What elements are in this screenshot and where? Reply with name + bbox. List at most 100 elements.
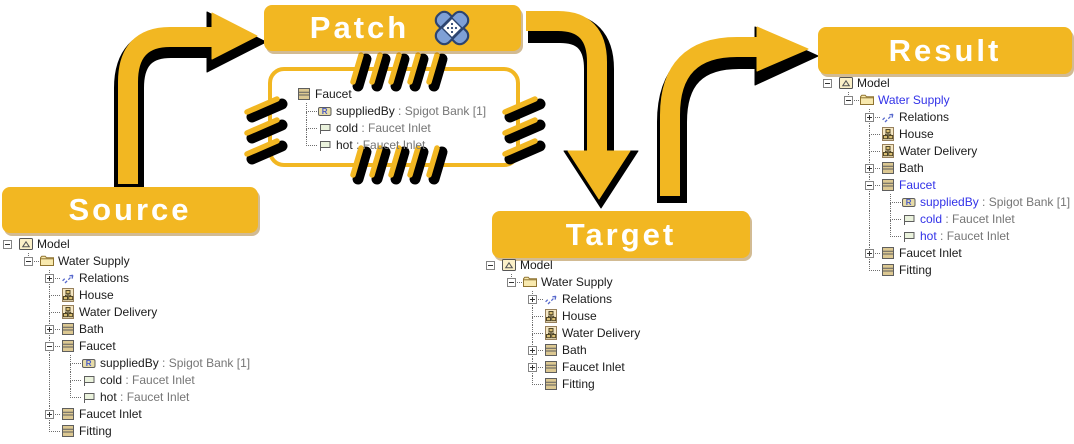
tree-item-type: : Faucet Inlet — [352, 138, 426, 152]
collapse-icon[interactable] — [823, 79, 832, 88]
diagram-icon — [543, 325, 559, 341]
tree-connector — [306, 111, 317, 112]
folder-icon — [39, 253, 55, 269]
expand-icon[interactable] — [45, 274, 54, 283]
expand-icon[interactable] — [865, 249, 874, 258]
tree-item-label[interactable]: Bath — [562, 343, 587, 357]
tree-item-type: : Spigot Bank [1] — [394, 104, 487, 118]
tree-connector — [49, 312, 60, 313]
tree-item-label[interactable]: hot — [920, 229, 937, 243]
tree-item-label[interactable]: cold — [100, 373, 123, 387]
tree-connector — [28, 261, 39, 262]
tree-item-label[interactable]: House — [562, 309, 597, 323]
tree-item-label[interactable]: Faucet — [899, 178, 936, 192]
tree-connector — [532, 368, 533, 376]
tree-row: hot : Faucet Inlet — [0, 389, 280, 406]
expand-icon[interactable] — [45, 410, 54, 419]
tree-connector — [49, 346, 60, 347]
tree-item-type: : Faucet Inlet — [122, 373, 195, 387]
tree-row: Fitting — [483, 376, 763, 393]
tree-item-label[interactable]: Water Delivery — [562, 326, 641, 340]
expand-icon[interactable] — [45, 325, 54, 334]
class-icon — [60, 423, 76, 439]
tree-item: Bath — [899, 160, 924, 177]
tree-item-label[interactable]: Model — [857, 76, 890, 90]
tree-connector — [70, 397, 81, 398]
tree-item-label[interactable]: Water Delivery — [899, 144, 978, 158]
tree-item-label[interactable]: Faucet Inlet — [899, 246, 962, 260]
tree-item-label[interactable]: Water Supply — [878, 93, 950, 107]
tree-connector — [869, 118, 870, 126]
tree-connector — [49, 313, 50, 321]
tree-row: cold : Faucet Inlet — [0, 372, 280, 389]
tree-connector — [306, 120, 307, 129]
tree-item-label[interactable]: Model — [520, 258, 553, 272]
tree-item-label[interactable]: Bath — [79, 322, 104, 336]
expand-icon[interactable] — [865, 113, 874, 122]
tree-item-label[interactable]: Fitting — [562, 377, 595, 391]
collapse-icon[interactable] — [507, 278, 516, 287]
tree-item-label[interactable]: Fitting — [899, 263, 932, 277]
tree-item-label[interactable]: Faucet Inlet — [562, 360, 625, 374]
tree-item-label[interactable]: cold — [920, 212, 943, 226]
tree-connector — [869, 126, 870, 135]
tree-item-label[interactable]: Fitting — [79, 424, 112, 438]
tree-row: Relations — [820, 109, 1074, 126]
tree-item-label[interactable]: Water Supply — [541, 275, 613, 289]
tree-item: Faucet Inlet — [562, 359, 625, 376]
tree-item: House — [79, 287, 114, 304]
port-icon — [901, 228, 917, 244]
arrow-source-to-patch — [114, 11, 267, 190]
tree-item: Model — [520, 257, 553, 274]
tree-item-label[interactable]: hot — [100, 390, 117, 404]
tree-connector — [70, 389, 71, 398]
result-banner: Result — [818, 27, 1072, 74]
expand-icon[interactable] — [528, 346, 537, 355]
diagram-icon — [543, 308, 559, 324]
class-icon — [880, 245, 896, 261]
tree-connector — [869, 254, 870, 262]
collapse-icon[interactable] — [24, 257, 33, 266]
tree-item-label[interactable]: Water Delivery — [79, 305, 158, 319]
tree-connector — [869, 262, 870, 271]
tree-item: hot : Faucet Inlet — [100, 389, 189, 406]
expand-icon[interactable] — [528, 363, 537, 372]
tree-item-label[interactable]: hot — [336, 138, 353, 152]
tree-item-label[interactable]: suppliedBy — [920, 195, 979, 209]
tree-item-label[interactable]: suppliedBy — [336, 104, 395, 118]
tree-item-label[interactable]: Faucet Inlet — [79, 407, 142, 421]
source-banner: Source — [2, 187, 258, 233]
class-icon — [880, 160, 896, 176]
collapse-icon[interactable] — [844, 96, 853, 105]
tree-item-label[interactable]: Faucet — [315, 87, 352, 101]
tree-connector — [70, 372, 71, 381]
tree-item: Bath — [79, 321, 104, 338]
collapse-icon[interactable] — [486, 261, 495, 270]
tree-item-label[interactable]: Model — [37, 237, 70, 251]
tree-item-label[interactable]: Water Supply — [58, 254, 130, 268]
port-icon — [317, 137, 333, 153]
tree-item: Water Supply — [58, 253, 130, 270]
tree-item-label[interactable]: Faucet — [79, 339, 116, 353]
expand-icon[interactable] — [865, 164, 874, 173]
tree-item-type: : Spigot Bank [1] — [978, 195, 1071, 209]
class-icon — [60, 406, 76, 422]
tree-item: Faucet Inlet — [899, 245, 962, 262]
tree-item-label[interactable]: cold — [336, 121, 359, 135]
model-icon — [838, 75, 854, 91]
tree-item-label[interactable]: House — [79, 288, 114, 302]
tree-item-label[interactable]: Relations — [899, 110, 950, 124]
collapse-icon[interactable] — [45, 342, 54, 351]
expand-icon[interactable] — [528, 295, 537, 304]
collapse-icon[interactable] — [865, 181, 874, 190]
tree-item-label[interactable]: Relations — [79, 271, 130, 285]
collapse-icon[interactable] — [3, 240, 12, 249]
diagram-icon — [60, 287, 76, 303]
tree-item-label[interactable]: Bath — [899, 161, 924, 175]
tree-item-label[interactable]: Relations — [562, 292, 613, 306]
tree-item-label[interactable]: suppliedBy — [100, 356, 159, 370]
tree-item-label[interactable]: House — [899, 127, 934, 141]
tree-row: Water Supply — [483, 274, 763, 291]
